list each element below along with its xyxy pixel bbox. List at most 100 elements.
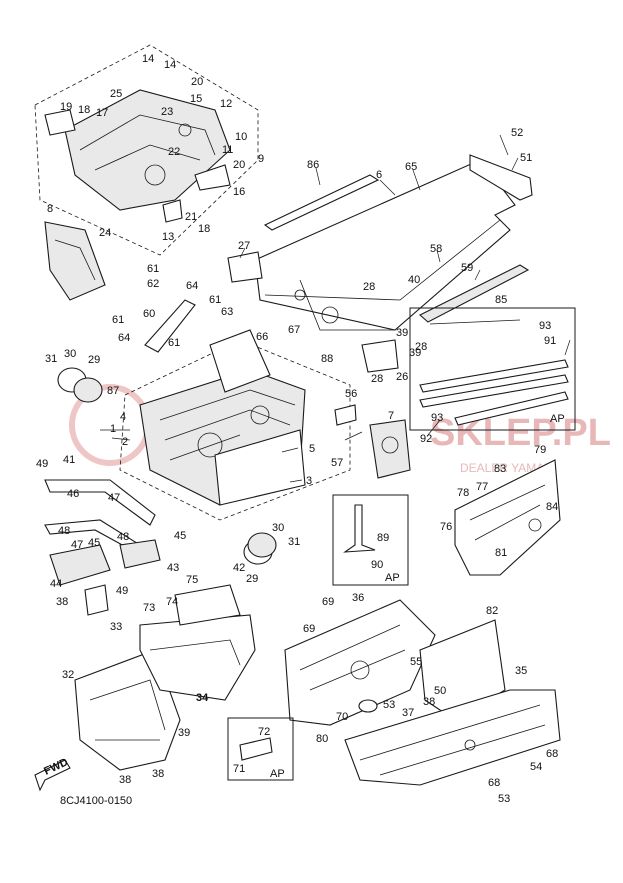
callout-5: 5 [309, 443, 315, 455]
callout-71: 71 [233, 763, 245, 775]
bracket-33 [84, 584, 109, 616]
stand-kit-box [332, 494, 409, 586]
callout-52: 52 [511, 127, 523, 139]
callout-29b: 29 [246, 573, 258, 585]
callout-53a: 53 [383, 699, 395, 711]
bracket-44 [49, 544, 111, 586]
callout-28a: 28 [363, 281, 375, 293]
callout-75: 75 [186, 574, 198, 586]
callout-88: 88 [321, 353, 333, 365]
plate-27 [227, 251, 263, 283]
callout-57: 57 [331, 457, 343, 469]
callout-28b: 28 [415, 341, 427, 353]
callout-65: 65 [405, 161, 417, 173]
callout-85: 85 [495, 294, 507, 306]
frame-tunnel [254, 159, 516, 331]
callout-87: 87 [107, 385, 119, 397]
callout-67: 67 [288, 324, 300, 336]
callout-36: 36 [352, 592, 364, 604]
callout-9: 9 [258, 153, 264, 165]
callout-7: 7 [388, 410, 394, 422]
callout-29a: 29 [88, 354, 100, 366]
callout-39b: 39 [396, 327, 408, 339]
callout-53b: 53 [498, 793, 510, 805]
callout-61d: 61 [168, 337, 180, 349]
callout-49a: 49 [36, 458, 48, 470]
callout-62: 62 [147, 278, 159, 290]
callout-76: 76 [440, 521, 452, 533]
callout-38b: 38 [119, 774, 131, 786]
callout-82: 82 [486, 605, 498, 617]
watermark-subtext: DEALER YAMAH [460, 461, 553, 475]
ring-70 [358, 699, 378, 713]
callout-68a: 68 [546, 748, 558, 760]
callout-46: 46 [67, 488, 79, 500]
callout-92: 92 [420, 433, 432, 445]
callout-41: 41 [63, 454, 75, 466]
side-panel-79 [454, 459, 561, 576]
callout-48b: 48 [117, 531, 129, 543]
callout-59: 59 [461, 262, 473, 274]
callout-18b: 18 [198, 223, 210, 235]
leader-lines [100, 134, 571, 483]
callout-64b: 64 [118, 332, 130, 344]
callout-72: 72 [258, 726, 270, 738]
callout-labels: 1 2 3 4 5 6 7 8 9 10 11 12 13 14 14 15 1… [36, 53, 558, 805]
watermark: SKLEP.PL DEALER YAMAH [69, 384, 611, 475]
callout-54: 54 [530, 761, 542, 773]
callout-14b: 14 [164, 59, 176, 71]
callout-81: 81 [495, 547, 507, 559]
callout-22: 22 [168, 146, 180, 158]
callout-16: 16 [233, 186, 245, 198]
callout-90: 90 [371, 559, 383, 571]
callout-39c: 39 [409, 347, 421, 359]
callout-20b: 20 [233, 159, 245, 171]
callout-49b: 49 [116, 585, 128, 597]
callout-19: 19 [60, 101, 72, 113]
callout-77: 77 [476, 481, 488, 493]
callout-17: 17 [96, 107, 108, 119]
callout-31a: 31 [45, 353, 57, 365]
bracket-43 [119, 539, 161, 569]
callout-50: 50 [434, 685, 446, 697]
callout-56: 56 [345, 388, 357, 400]
callout-60: 60 [143, 308, 155, 320]
callout-23: 23 [161, 106, 173, 118]
running-board-35 [344, 689, 561, 786]
callout-30a: 30 [64, 348, 76, 360]
bracket-51 [469, 154, 533, 201]
callout-84: 84 [546, 501, 558, 513]
callout-12: 12 [220, 98, 232, 110]
callout-34: 34 [196, 692, 209, 704]
callout-47b: 47 [71, 539, 83, 551]
callout-70: 70 [336, 711, 348, 723]
callout-48a: 48 [58, 525, 70, 537]
callout-91: 91 [544, 335, 556, 347]
callout-21: 21 [185, 211, 197, 223]
callout-93b: 93 [431, 412, 443, 424]
bracket-kit-box [227, 717, 294, 781]
callout-27: 27 [238, 240, 250, 252]
callout-37: 37 [402, 707, 414, 719]
callout-45a: 45 [174, 530, 186, 542]
callout-80: 80 [316, 733, 328, 745]
callout-38a: 38 [56, 596, 68, 608]
callout-45b: 45 [88, 537, 100, 549]
bracket-26 [361, 339, 399, 373]
callout-38c: 38 [423, 696, 435, 708]
callout-93a: 93 [539, 320, 551, 332]
callout-64a: 64 [186, 280, 198, 292]
callout-43: 43 [167, 562, 179, 574]
callout-3: 3 [306, 475, 312, 487]
guard-73 [139, 614, 256, 701]
callout-30b: 30 [272, 522, 284, 534]
callout-10: 10 [235, 131, 247, 143]
callout-47a: 47 [108, 492, 120, 504]
upper-frame-group [34, 44, 259, 256]
bracket-60 [144, 299, 196, 353]
callout-31b: 31 [288, 536, 300, 548]
callout-66: 66 [256, 331, 268, 343]
callout-4: 4 [120, 411, 126, 423]
callout-11: 11 [222, 144, 233, 156]
bracket-7 [334, 404, 411, 479]
